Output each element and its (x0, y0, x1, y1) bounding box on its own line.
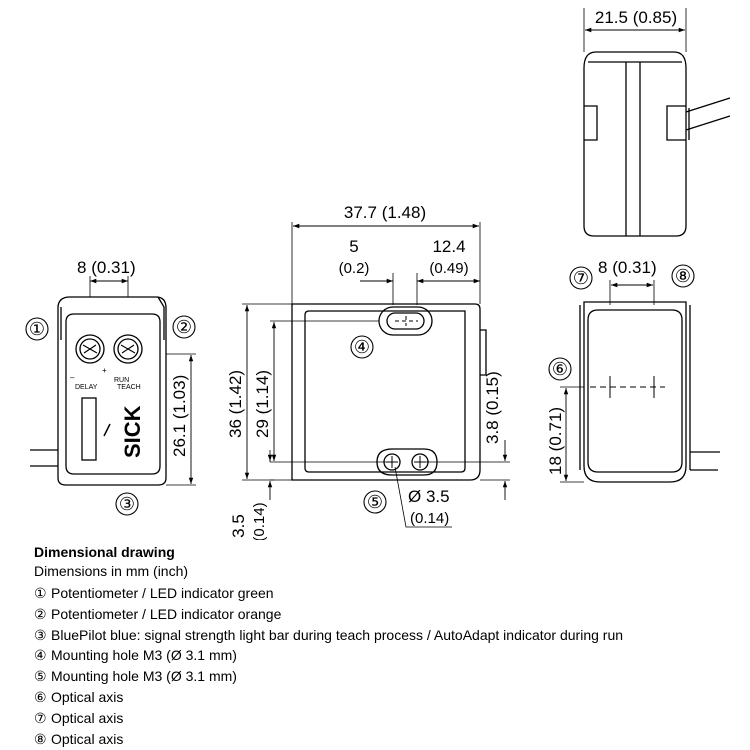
legend-item-text: Optical axis (51, 730, 124, 747)
front-label-run: RUN (114, 377, 129, 384)
callout-7: ⑦ (573, 268, 589, 288)
side-dim-hole-offset-inch: (0.2) (339, 260, 370, 277)
potentiometer-orange (113, 334, 143, 364)
top-cable (685, 97, 731, 131)
front-label-teach: TEACH (117, 384, 141, 391)
callout-1: ① (29, 319, 45, 339)
side-inner-outline (304, 310, 466, 473)
front-view (25, 276, 196, 516)
legend-item-text: Mounting hole M3 (Ø 3.1 mm) (51, 668, 237, 685)
legend-item-number: ③ (34, 626, 47, 643)
callout-4: ④ (354, 337, 370, 357)
rear-dim-axis: 18 (0.71) (546, 407, 565, 475)
front-brand-sick: SICK (120, 405, 145, 458)
legend-item-number: ② (34, 605, 47, 622)
legend-item-number: ④ (34, 647, 47, 664)
legend-item-text: Potentiometer / LED indicator orange (51, 605, 282, 622)
top-dim-width: 21.5 (0.85) (595, 8, 677, 27)
front-panel (65, 313, 161, 475)
legend-title: Dimensional drawing (34, 544, 175, 560)
side-dim-bottom: 3.5 (229, 514, 248, 538)
front-label-minus: – (70, 373, 75, 382)
side-dim-edge: 3.8 (0.15) (483, 371, 502, 444)
legend-item-text: Potentiometer / LED indicator green (51, 585, 274, 601)
callout-8: ⑧ (675, 266, 691, 286)
callout-2: ② (176, 317, 192, 337)
legend-item-text: Optical axis (51, 688, 124, 705)
legend-item-number: ① (34, 585, 47, 601)
legend-item-number: ⑦ (34, 709, 47, 726)
side-dim-bottom-inch: (0.14) (251, 502, 268, 540)
front-dim-height: 26.1 (1.03) (170, 375, 189, 457)
legend-item-number: ⑧ (34, 730, 47, 747)
callout-3: ③ (119, 494, 135, 514)
potentiometer-green (75, 334, 105, 364)
side-dim-height-outer: 36 (1.42) (226, 370, 245, 438)
front-body-outline (57, 296, 167, 486)
legend-item-text: Optical axis (51, 709, 124, 726)
legend: Dimensional drawing Dimensions in mm (in… (34, 543, 734, 749)
dimensional-drawing: – + DELAY RUN TEACH SICK 8 (0.31) 26.1 (… (25, 8, 731, 540)
legend-item-text: BluePilot blue: signal strength light ba… (51, 626, 624, 643)
legend-item-number: ⑤ (34, 668, 47, 685)
side-dim-hole-pos: 12.4 (432, 237, 465, 256)
legend-item-text: Mounting hole M3 (Ø 3.1 mm) (51, 647, 237, 664)
side-view (242, 222, 510, 528)
top-view (583, 8, 731, 237)
callout-6: ⑥ (552, 359, 568, 379)
rear-view (548, 264, 720, 483)
front-label-plus: + (102, 366, 107, 375)
side-dim-hole-dia-inch: (0.14) (410, 510, 449, 527)
side-body-outline (291, 303, 481, 481)
side-dim-hole-dia: Ø 3.5 (408, 487, 450, 506)
side-dim-width: 37.7 (1.48) (344, 203, 426, 222)
top-body-outline (583, 51, 687, 237)
rear-cable (690, 451, 720, 471)
side-dim-hole-pos-inch: (0.49) (429, 260, 468, 277)
side-dim-hole-offset: 5 (349, 237, 358, 256)
rear-body-outline (583, 301, 687, 483)
front-dim-top: 8 (0.31) (77, 258, 136, 277)
front-cable (30, 449, 58, 467)
legend-item-number: ⑥ (34, 688, 47, 705)
callout-5: ⑤ (367, 492, 383, 512)
bluepilot-light-bar (81, 397, 97, 461)
side-dim-height-inner: 29 (1.14) (253, 370, 272, 438)
rear-dim-top: 8 (0.31) (598, 258, 657, 277)
legend-subtitle: Dimensions in mm (inch) (34, 563, 189, 579)
front-label-delay: DELAY (75, 384, 98, 391)
